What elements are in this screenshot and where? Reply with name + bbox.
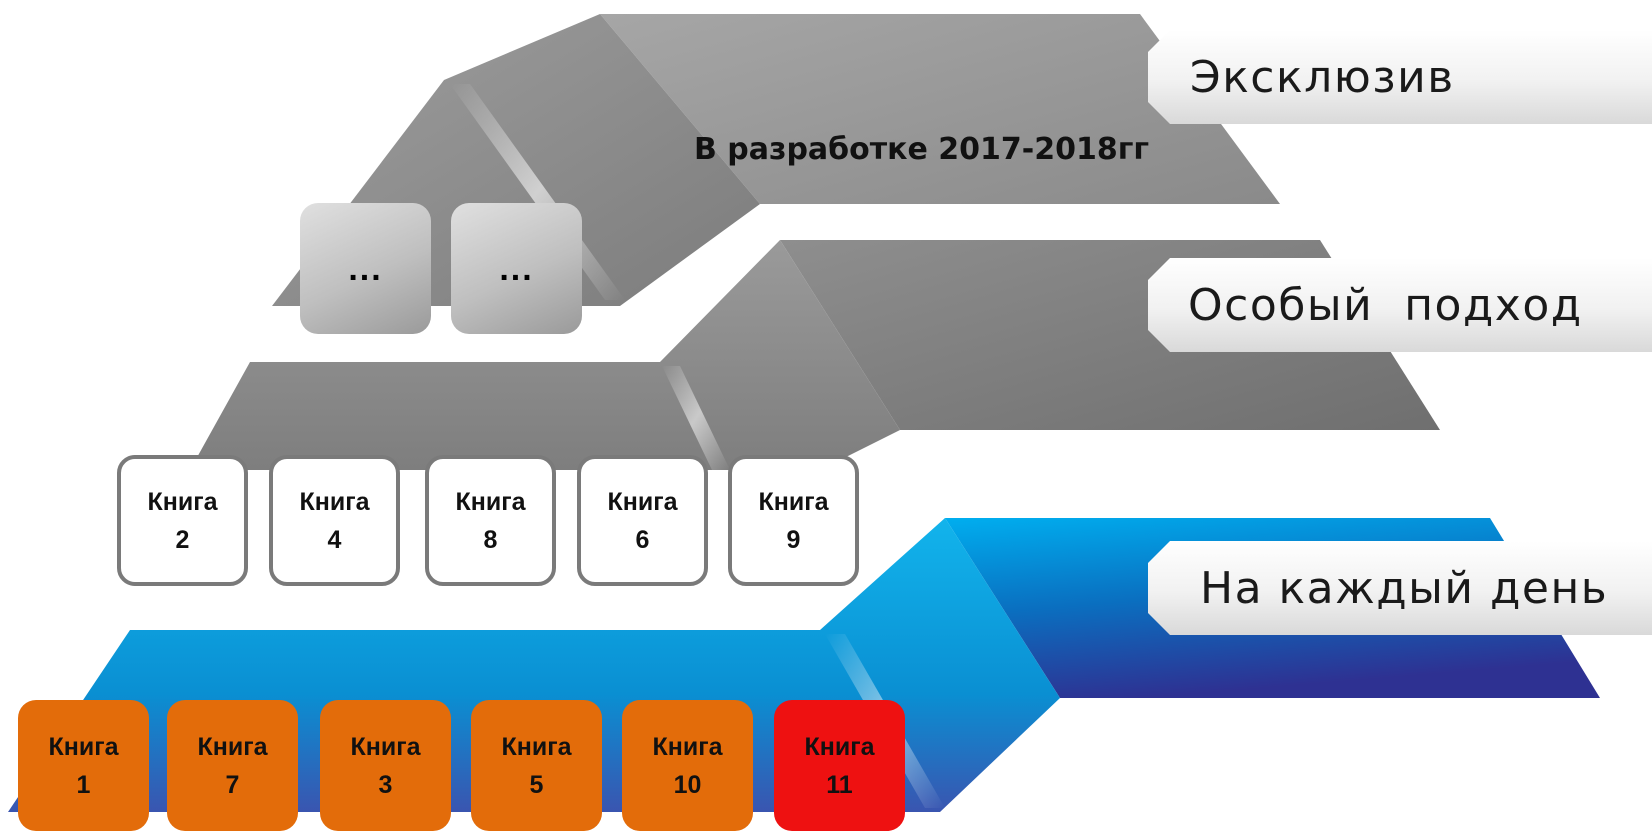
book-card-8: Книга 8 [425, 455, 556, 586]
book-card-number: 7 [225, 770, 240, 799]
tier-label-special: Особый подход [1148, 258, 1652, 352]
book-card-word: Книга [758, 487, 829, 516]
book-card-word: Книга [652, 732, 723, 761]
tier-label-exclusive-text: Эксклюзив [1190, 51, 1455, 103]
book-card-2: Книга 2 [117, 455, 248, 586]
book-card-11: Книга 11 [774, 700, 905, 831]
book-card-number: 1 [76, 770, 91, 799]
book-card-number: 6 [635, 525, 650, 554]
book-card-7: Книга 7 [167, 700, 298, 831]
book-card-word: Книга [48, 732, 119, 761]
book-card-3: Книга 3 [320, 700, 451, 831]
placeholder-text: ... [499, 249, 534, 288]
book-card-10: Книга 10 [622, 700, 753, 831]
placeholder-book-card: ... [451, 203, 582, 334]
book-card-word: Книга [455, 487, 526, 516]
book-card-number: 4 [327, 525, 342, 554]
tier-label-exclusive: Эксклюзив [1148, 30, 1652, 124]
book-card-6: Книга 6 [577, 455, 708, 586]
placeholder-book-card: ... [300, 203, 431, 334]
book-card-word: Книга [350, 732, 421, 761]
book-card-word: Книга [501, 732, 572, 761]
book-card-number: 9 [786, 525, 801, 554]
book-card-number: 10 [673, 770, 702, 799]
book-card-number: 11 [826, 770, 853, 799]
book-card-word: Книга [299, 487, 370, 516]
book-card-word: Книга [804, 732, 875, 761]
book-card-number: 3 [378, 770, 393, 799]
book-card-number: 8 [483, 525, 498, 554]
book-card-4: Книга 4 [269, 455, 400, 586]
book-card-number: 5 [529, 770, 544, 799]
book-card-word: Книга [147, 487, 218, 516]
book-card-1: Книга 1 [18, 700, 149, 831]
book-card-word: Книга [197, 732, 268, 761]
book-card-9: Книга 9 [728, 455, 859, 586]
book-card-word: Книга [607, 487, 678, 516]
tier-label-everyday-text: На каждый день [1200, 562, 1609, 614]
placeholder-text: ... [348, 249, 383, 288]
development-note: В разработке 2017-2018гг [694, 132, 1150, 167]
book-card-number: 2 [175, 525, 190, 554]
tier-label-everyday: На каждый день [1148, 541, 1652, 635]
tier-label-special-text: Особый подход [1188, 279, 1583, 331]
book-card-5: Книга 5 [471, 700, 602, 831]
